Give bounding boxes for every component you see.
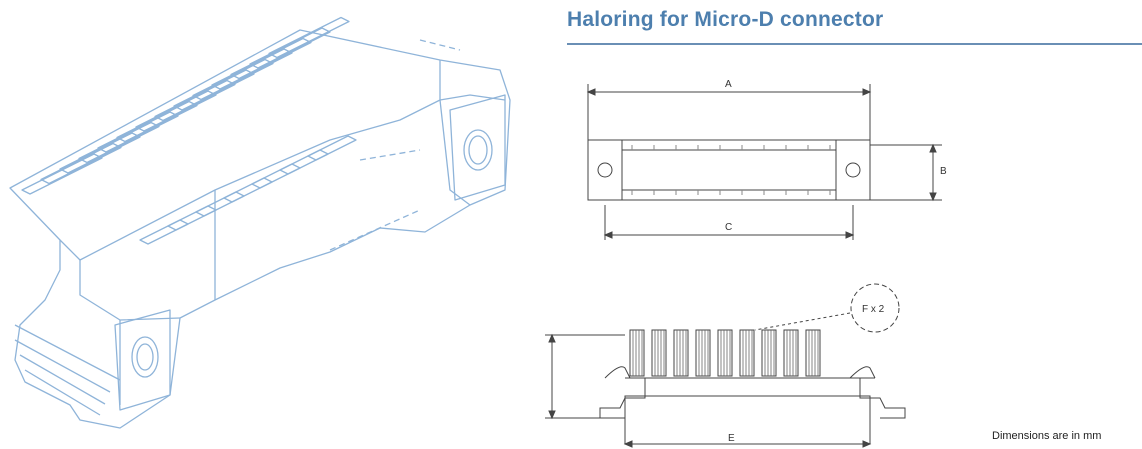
side-base (624, 395, 871, 445)
left-lug (114, 309, 171, 411)
side-fin (629, 329, 645, 377)
dimension-f-label: F x 2 (862, 304, 885, 315)
comb-fin (249, 27, 331, 69)
units-note: Dimensions are in mm (992, 430, 1102, 442)
inner-slot (251, 163, 301, 189)
inner-slot (307, 135, 357, 161)
f-callout-circle (850, 283, 900, 333)
side-fin (761, 329, 777, 377)
connector-body (587, 139, 871, 201)
dimension-e-label: E (728, 433, 735, 444)
comb-fin (154, 79, 236, 122)
dimension-a-label: A (725, 79, 732, 90)
inner-slots (139, 135, 357, 245)
side-body-outline (599, 366, 906, 419)
comb-fin (211, 48, 293, 90)
comb-fins (21, 16, 350, 195)
dimension-c-label: C (725, 222, 732, 233)
comb-fin (173, 69, 255, 111)
side-view-drawing: F x 2 E (545, 283, 906, 448)
front-view-drawing: A B C (586, 79, 947, 240)
comb-fin (268, 16, 350, 59)
inner-slot (279, 149, 329, 175)
comb-fin (78, 121, 160, 164)
inner-slot (223, 177, 273, 203)
side-fin (695, 329, 711, 377)
side-fin (673, 329, 689, 377)
comb-fin (116, 100, 198, 143)
dimension-b-label: B (940, 166, 947, 177)
side-fin (717, 329, 733, 377)
left-mount-hole (597, 162, 613, 178)
comb-fin (135, 90, 217, 132)
page-title: Haloring for Micro-D connector (567, 8, 884, 31)
side-fin (739, 329, 755, 377)
side-fin (651, 329, 667, 377)
side-fins (629, 329, 821, 377)
comb-fin (21, 153, 103, 195)
pin-markers (631, 145, 831, 195)
comb-fin (59, 132, 141, 174)
inner-slot (139, 219, 189, 245)
body-outline (9, 29, 511, 429)
left-lug-hole (131, 336, 159, 378)
comb-fin (230, 37, 312, 80)
right-lug-hole (463, 129, 493, 171)
haloring-isometric-drawing (9, 16, 511, 429)
comb-fin (97, 111, 179, 153)
right-mount-hole (845, 162, 861, 178)
side-fin (805, 329, 821, 377)
title-underline (567, 43, 1142, 45)
comb-fin (40, 142, 122, 185)
right-lug (449, 94, 506, 201)
f-leader-line (754, 312, 851, 331)
side-fin (783, 329, 799, 377)
comb-fin (192, 58, 274, 101)
inner-slot (167, 205, 217, 231)
